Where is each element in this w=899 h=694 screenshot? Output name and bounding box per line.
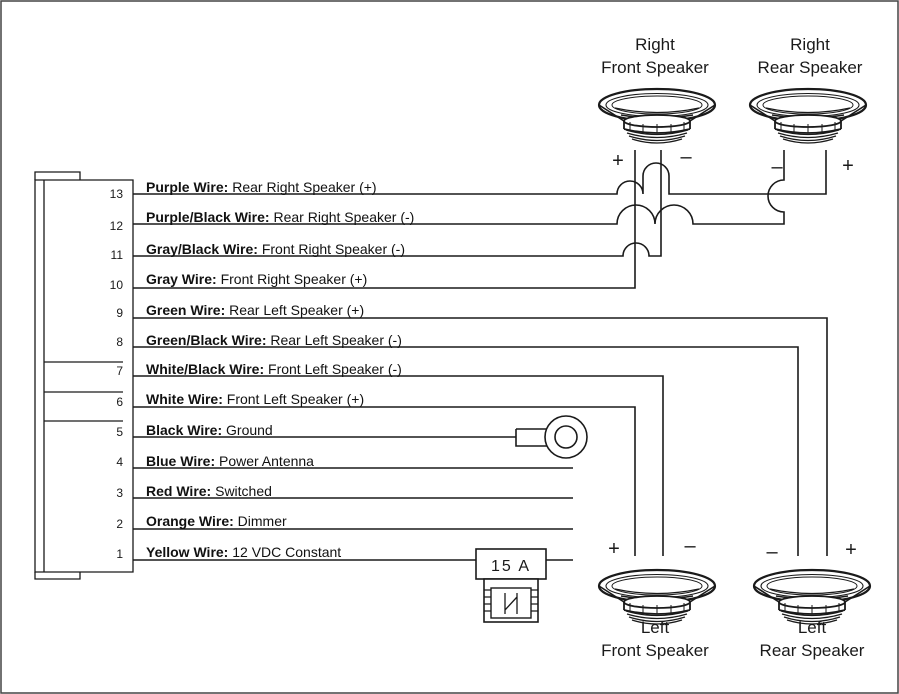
ground-terminal-icon <box>515 415 588 459</box>
wire-color-name: Green Wire: <box>146 302 225 318</box>
wire-function: Switched <box>211 483 272 499</box>
pin-number: 5 <box>116 425 123 439</box>
wire-8-green-black <box>133 346 799 556</box>
wire-color-name: White/Black Wire: <box>146 361 264 377</box>
right-front-minus: – <box>680 146 692 168</box>
wire-label: White Wire: Front Left Speaker (+) <box>146 391 364 407</box>
pin-number: 9 <box>116 306 123 320</box>
left-front-speaker-icon <box>597 568 717 626</box>
right-rear-plus: + <box>842 155 854 177</box>
pin-number: 3 <box>116 486 123 500</box>
wire-color-name: Blue Wire: <box>146 453 215 469</box>
pin-number: 7 <box>116 364 123 378</box>
wire-harness-connector <box>34 171 134 580</box>
left-front-title-1: Left <box>641 618 670 637</box>
pin-number: 8 <box>116 335 123 349</box>
wire-label: Gray/Black Wire: Front Right Speaker (-) <box>146 241 405 257</box>
left-rear-minus: – <box>766 541 778 563</box>
wire-color-name: Gray Wire: <box>146 271 217 287</box>
wire-label: Red Wire: Switched <box>146 483 272 499</box>
pin-number: 1 <box>116 547 123 561</box>
wire-function: Front Right Speaker (-) <box>258 241 405 257</box>
wire-color-name: Yellow Wire: <box>146 544 228 560</box>
pin-number: 10 <box>110 278 124 292</box>
wire-label: Purple Wire: Rear Right Speaker (+) <box>146 179 377 195</box>
wire-function: Rear Left Speaker (+) <box>225 302 364 318</box>
right-rear-minus: – <box>771 156 783 178</box>
wire-function: Power Antenna <box>215 453 314 469</box>
wire-label: Green/Black Wire: Rear Left Speaker (-) <box>146 332 402 348</box>
right-front-title-2: Front Speaker <box>601 58 709 77</box>
wire-label: Purple/Black Wire: Rear Right Speaker (-… <box>146 209 414 225</box>
wire-10-gray <box>133 150 636 289</box>
pin-number: 12 <box>110 219 124 233</box>
pin-number: 13 <box>110 187 124 201</box>
left-front-plus: + <box>608 538 620 560</box>
wire-color-name: White Wire: <box>146 391 223 407</box>
right-rear-title-2: Rear Speaker <box>758 58 863 77</box>
wire-11-gray-black <box>133 150 662 257</box>
wire-color-name: Gray/Black Wire: <box>146 241 258 257</box>
wire-color-name: Red Wire: <box>146 483 211 499</box>
harness-wires <box>133 150 828 561</box>
wire-6-white <box>133 406 636 556</box>
right-front-title-1: Right <box>635 35 675 54</box>
right-rear-speaker-icon <box>748 87 868 145</box>
wire-label: Green Wire: Rear Left Speaker (+) <box>146 302 364 318</box>
right-front-plus: + <box>612 150 624 172</box>
pin-number: 4 <box>116 455 123 469</box>
wire-color-name: Purple/Black Wire: <box>146 209 270 225</box>
left-rear-title-2: Rear Speaker <box>760 641 865 660</box>
wire-label: Yellow Wire: 12 VDC Constant <box>146 544 341 560</box>
right-front-speaker-icon <box>597 87 717 145</box>
fuse-label: 15 A <box>491 558 531 575</box>
wire-color-name: Black Wire: <box>146 422 222 438</box>
right-rear-title-1: Right <box>790 35 830 54</box>
wire-function: Dimmer <box>234 513 287 529</box>
wire-function: Front Left Speaker (-) <box>264 361 402 377</box>
wire-color-name: Purple Wire: <box>146 179 228 195</box>
left-rear-title-1: Left <box>798 618 827 637</box>
pin-number: 6 <box>116 395 123 409</box>
wire-function: Front Left Speaker (+) <box>223 391 364 407</box>
wire-color-name: Green/Black Wire: <box>146 332 266 348</box>
wire-label: Blue Wire: Power Antenna <box>146 453 314 469</box>
left-front-title-2: Front Speaker <box>601 641 709 660</box>
wire-label: Gray Wire: Front Right Speaker (+) <box>146 271 367 287</box>
wire-label: Orange Wire: Dimmer <box>146 513 287 529</box>
wire-label: White/Black Wire: Front Left Speaker (-) <box>146 361 402 377</box>
wire-13-purple <box>133 150 827 195</box>
pin-number: 2 <box>116 517 123 531</box>
wire-9-green <box>133 317 828 556</box>
wire-function: Rear Left Speaker (-) <box>266 332 401 348</box>
wire-7-white-black <box>133 375 664 556</box>
wire-color-name: Orange Wire: <box>146 513 234 529</box>
fuse-icon <box>475 548 547 623</box>
wire-function: 12 VDC Constant <box>228 544 341 560</box>
wire-function: Rear Right Speaker (-) <box>270 209 415 225</box>
wire-function: Front Right Speaker (+) <box>217 271 368 287</box>
wire-label: Black Wire: Ground <box>146 422 273 438</box>
wire-function: Ground <box>222 422 273 438</box>
left-rear-speaker-icon <box>752 568 872 626</box>
pin-number: 11 <box>111 248 124 262</box>
left-front-minus: – <box>684 535 696 557</box>
wire-function: Rear Right Speaker (+) <box>228 179 376 195</box>
left-rear-plus: + <box>845 539 857 561</box>
